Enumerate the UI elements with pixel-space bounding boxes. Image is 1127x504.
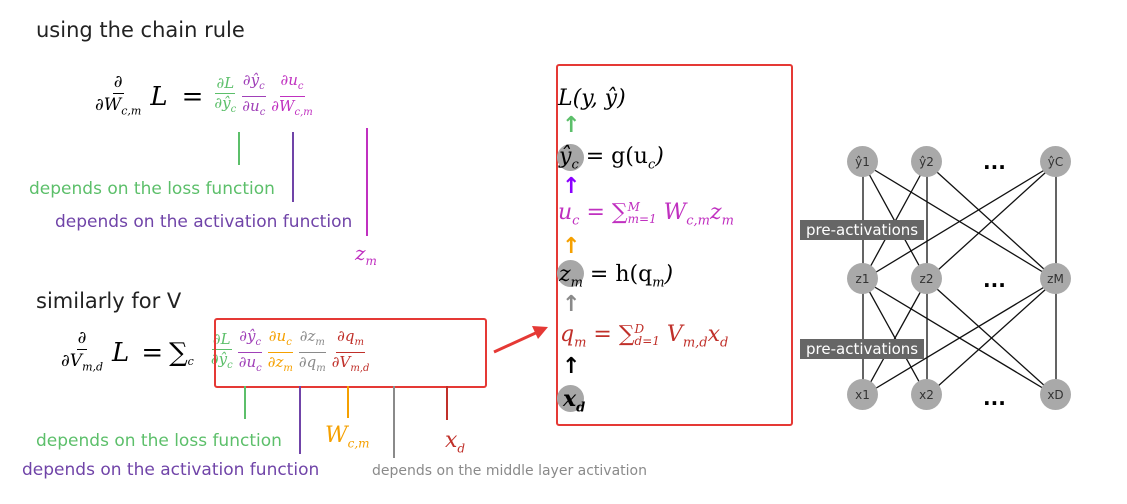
node-zm: zM <box>1040 263 1071 294</box>
note-x: xd <box>445 428 466 456</box>
fwd-x-line: xd <box>563 386 586 416</box>
note-middle: depends on the middle layer activation <box>372 463 647 479</box>
node-dot-x <box>557 385 584 412</box>
ellipsis-top: ... <box>983 150 1006 174</box>
node-z1: z1 <box>847 263 878 294</box>
connector-loss-2 <box>244 386 246 419</box>
term2-dy-du: ∂ŷc ∂uc <box>238 327 263 375</box>
note-zm: zm <box>355 241 377 268</box>
node-x2: x2 <box>911 379 942 410</box>
fwd-z-line: zm = h(qm) <box>559 262 674 291</box>
term-dy-du: ∂ŷc ∂uc <box>241 71 266 119</box>
tag-pre-activations-bottom: pre-activations <box>800 339 925 359</box>
note-w: Wc,m <box>325 423 370 451</box>
term-du-dw: ∂uc ∂Wc,m <box>271 71 313 119</box>
connector-w <box>347 386 349 418</box>
term-dl-dy: ∂L ∂ŷc <box>214 74 237 116</box>
fwd-y-line: ŷc = g(uc) <box>559 144 664 173</box>
arrow-up-icon: ↑ <box>562 292 581 317</box>
arrow-up-icon: ↑ <box>562 354 581 379</box>
heading-similarly: similarly for V <box>36 289 182 313</box>
connector-middle <box>393 386 395 458</box>
arrow-up-icon: ↑ <box>562 113 581 138</box>
node-x1: x1 <box>847 379 878 410</box>
forward-pass-box <box>556 64 793 426</box>
lhs-fraction-v: ∂ ∂Vm,d <box>61 328 104 374</box>
highlight-box-terms <box>214 318 487 388</box>
heading-chain-rule: using the chain rule <box>36 18 245 42</box>
arrow-up-icon: ↑ <box>562 234 581 259</box>
node-y1: ŷ1 <box>847 146 878 177</box>
term2-du-dz: ∂uc ∂zm <box>267 327 293 375</box>
connector-activation-1 <box>292 132 294 202</box>
note-activation-1: depends on the activation function <box>55 212 353 232</box>
node-dot-z <box>557 260 584 287</box>
node-dot-y <box>557 144 584 171</box>
node-xd: xD <box>1040 379 1071 410</box>
connector-activation-2 <box>299 386 301 454</box>
term2-dq-dv: ∂qm ∂Vm,d <box>331 327 370 375</box>
tag-pre-activations-top: pre-activations <box>800 220 925 240</box>
connector-loss-1 <box>238 132 240 165</box>
arrow-up-icon: ↑ <box>562 174 581 199</box>
node-yc: ŷC <box>1040 146 1071 177</box>
ellipsis-mid: ... <box>983 268 1006 292</box>
lhs-fraction-w: ∂ ∂Wc,m <box>95 72 142 118</box>
term2-dz-dq: ∂zm ∂qm <box>298 327 326 375</box>
connector-zm-1 <box>366 128 368 236</box>
equation-dl-dw: ∂ ∂Wc,m L = ∂L ∂ŷc ∂ŷc ∂uc ∂uc ∂Wc,m <box>92 72 316 121</box>
node-z2: z2 <box>911 263 942 294</box>
note-loss-1: depends on the loss function <box>29 179 275 199</box>
fwd-loss-line: L(y, ŷ) <box>558 86 626 111</box>
note-activation-2: depends on the activation function <box>22 460 320 480</box>
ellipsis-bottom: ... <box>983 386 1006 410</box>
connector-x <box>446 386 448 420</box>
note-loss-2: depends on the loss function <box>36 431 282 451</box>
node-y2: ŷ2 <box>911 146 942 177</box>
